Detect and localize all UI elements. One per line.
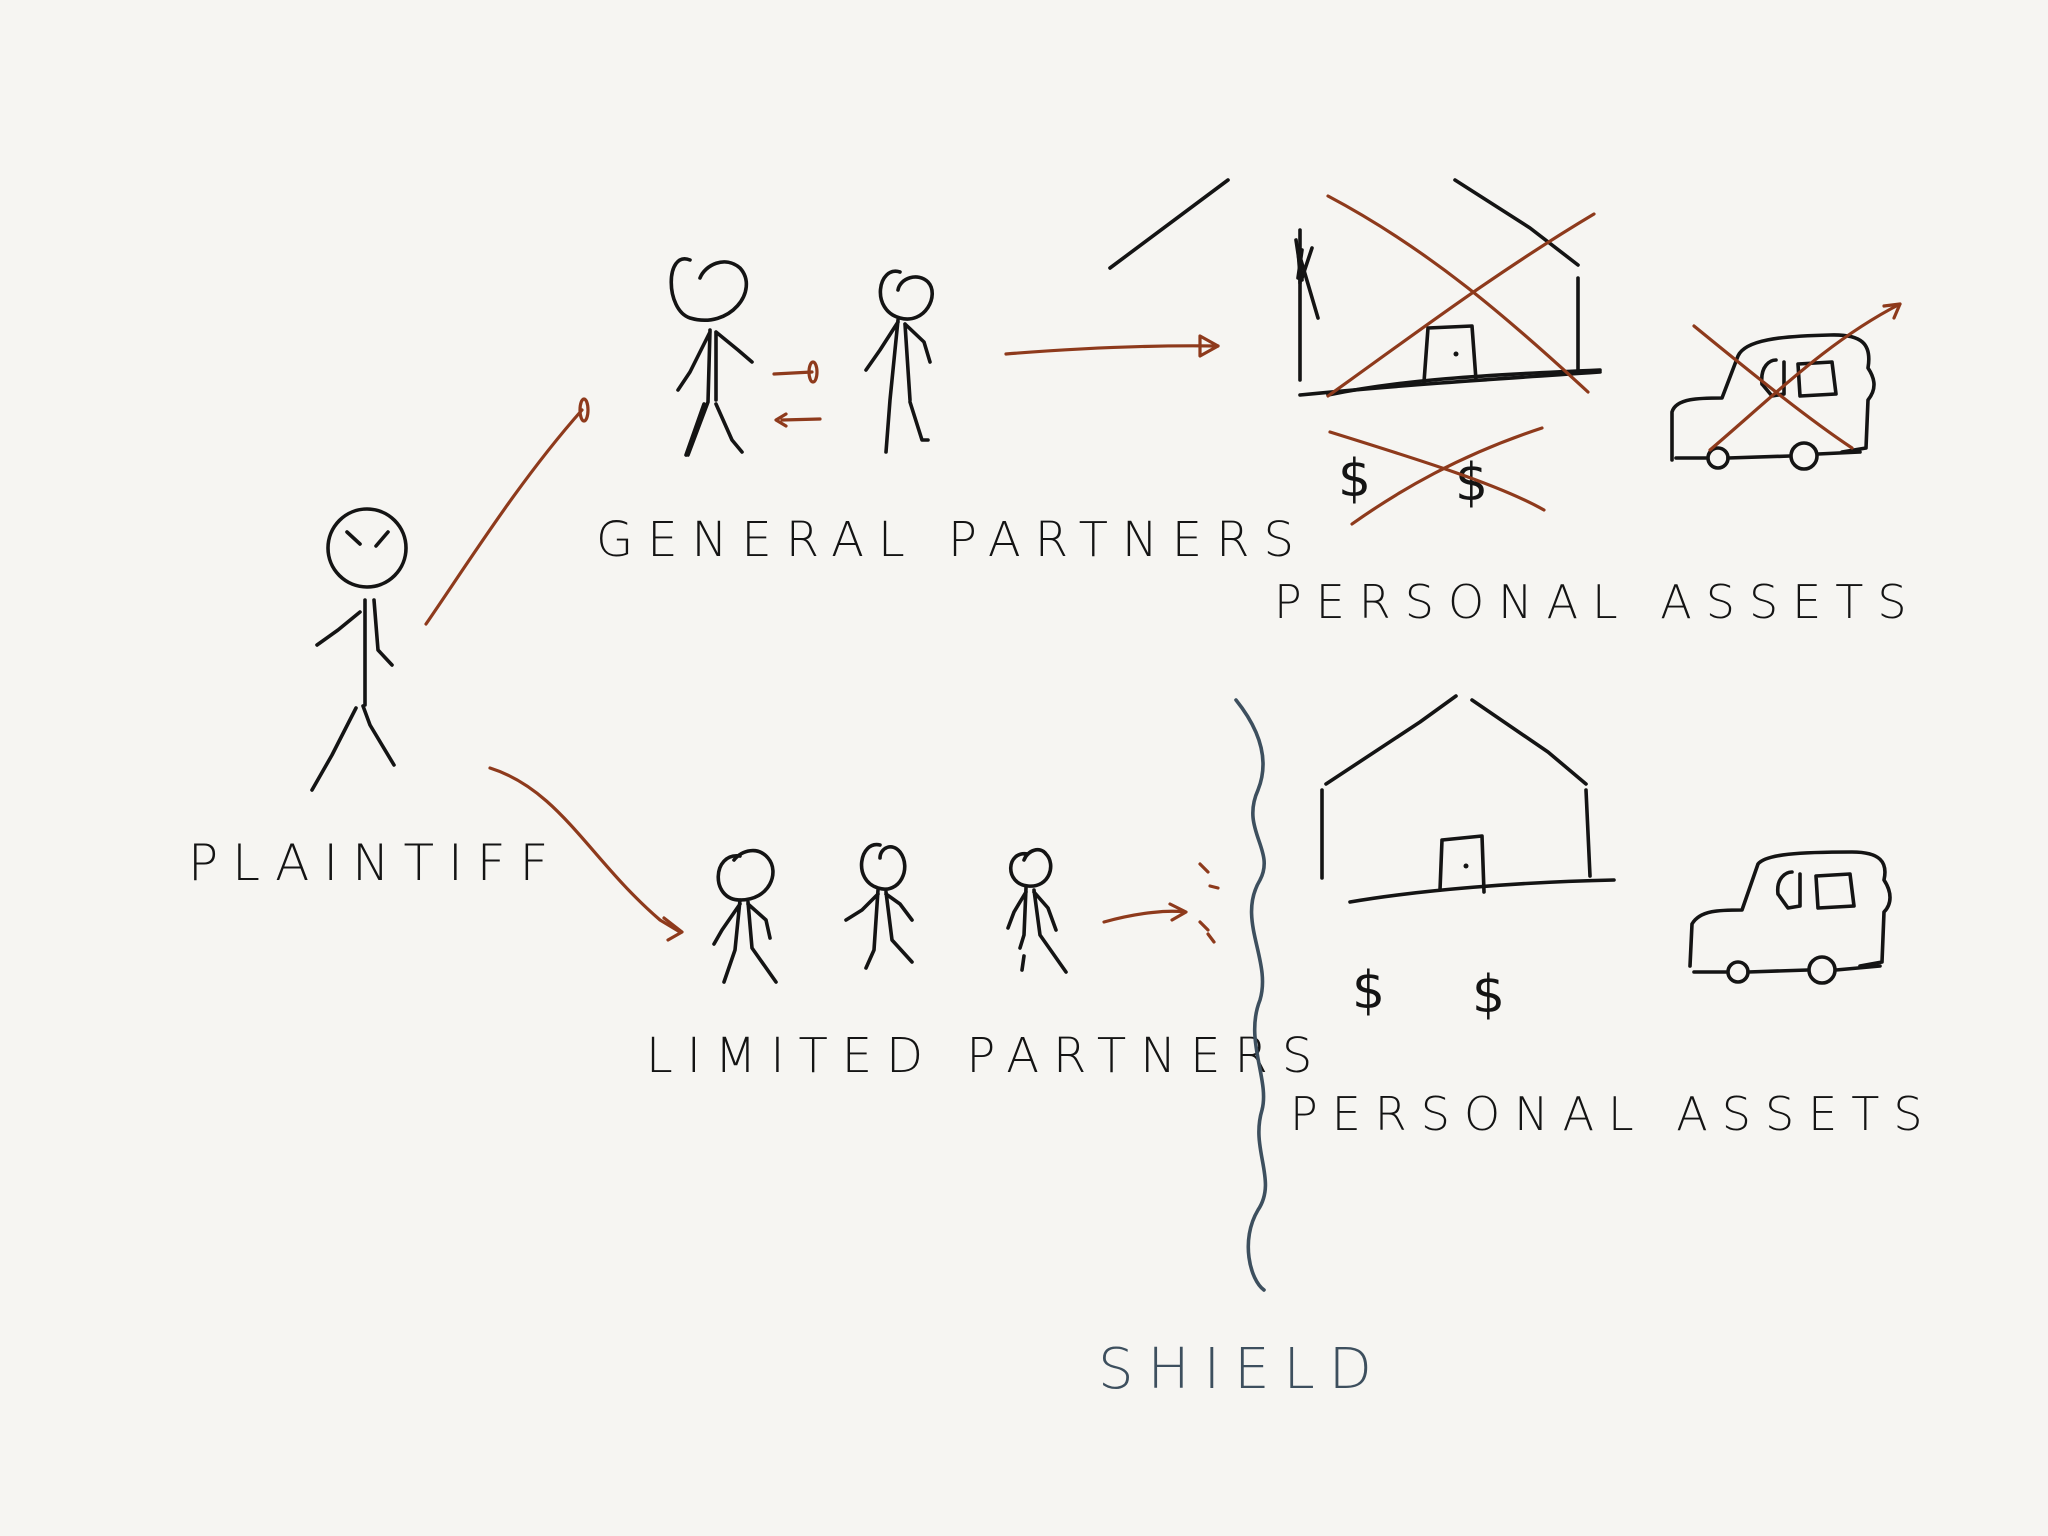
top-money-cross: [1328, 426, 1546, 526]
general-partners-label: GENERAL PARTNERS: [596, 512, 1308, 568]
bottom-money-icon: $ $: [1352, 961, 1505, 1025]
shield-line: [1234, 698, 1268, 1292]
top-house-icon: [1108, 178, 1580, 320]
shield-label: SHIELD: [1098, 1337, 1386, 1402]
bottom-house-icon: [1320, 694, 1616, 904]
limited-partners-label: LIMITED PARTNERS: [646, 1028, 1326, 1084]
plaintiff-figure: [310, 507, 408, 792]
top-car-icon: [1670, 333, 1876, 471]
partner-exchange-arrows: [772, 360, 822, 428]
top-dollar-1: $: [1338, 449, 1371, 509]
blocked-arrow: [1102, 862, 1220, 944]
top-personal-assets-label: PERSONAL ASSETS: [1274, 575, 1921, 629]
arrow-general-to-assets: [1004, 334, 1220, 358]
general-partner-figure-1: [669, 257, 754, 457]
limited-partner-figure-3: [1006, 847, 1068, 974]
bottom-car-icon: [1688, 850, 1892, 985]
general-partner-figure-2: [864, 269, 934, 454]
top-car-cross: [1692, 302, 1902, 452]
bottom-personal-assets-label: PERSONAL ASSETS: [1290, 1087, 1937, 1141]
limited-partner-figure-1: [712, 848, 778, 984]
bottom-dollar-1: $: [1352, 961, 1385, 1021]
top-house-cross: [1326, 194, 1596, 398]
arrow-plaintiff-to-limited: [488, 766, 684, 942]
arrow-plaintiff-to-general: [424, 397, 590, 626]
top-house-outline: [1298, 276, 1602, 397]
plaintiff-label: PLAINTIFF: [188, 834, 562, 892]
limited-partner-figure-2: [844, 842, 914, 970]
bottom-dollar-2: $: [1472, 965, 1505, 1025]
